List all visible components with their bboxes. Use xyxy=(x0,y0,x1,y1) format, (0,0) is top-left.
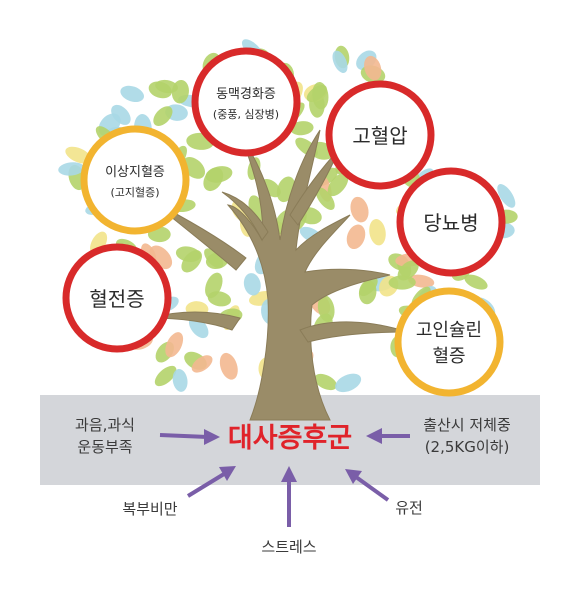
leaf xyxy=(191,355,213,373)
disease-sublabel: 혈증 xyxy=(432,346,465,367)
leaf xyxy=(364,55,382,81)
leaf xyxy=(464,274,488,290)
disease-label: 동맥경화증 xyxy=(216,87,276,102)
cause-label: 출산시 저체중 xyxy=(423,416,511,434)
arrow-genetics xyxy=(345,469,390,502)
disease-dyslipidemia: 이상지혈증 (고지혈증) xyxy=(80,125,190,235)
disease-label: 당뇨병 xyxy=(423,211,478,235)
arrow-stress xyxy=(281,466,297,527)
ring-red xyxy=(325,80,435,190)
cause-overeating: 과음,과식 운동부족 xyxy=(75,416,135,456)
cause-genetics: 유전 xyxy=(395,499,423,517)
disease-label: 이상지혈증 xyxy=(105,165,165,180)
leaf xyxy=(315,187,335,210)
leaf xyxy=(317,295,335,322)
leaf xyxy=(346,224,366,250)
leaf xyxy=(58,162,85,176)
disease-sublabel: (고지혈증) xyxy=(110,185,159,199)
disease-arteriosclerosis: 동맥경화증 (중풍, 심장병) xyxy=(191,47,301,157)
cause-arrows xyxy=(159,428,410,527)
leaf xyxy=(153,106,173,126)
leaf xyxy=(172,368,188,392)
arrow-low-birth-weight xyxy=(366,428,410,444)
arrow-overeating xyxy=(159,429,220,445)
cause-label: 과음,과식 xyxy=(75,416,135,434)
cause-stress: 스트레스 xyxy=(261,538,316,556)
leaf xyxy=(290,121,314,136)
leaf xyxy=(154,365,177,387)
disease-hypertension: 고혈압 xyxy=(325,80,435,190)
center-label: 대사증후군 xyxy=(228,423,352,454)
disease-label: 고인슐린 xyxy=(416,320,482,341)
leaf xyxy=(350,196,369,223)
leaf xyxy=(205,272,223,299)
leaf xyxy=(335,373,362,393)
leaf xyxy=(332,50,348,73)
leaf xyxy=(306,85,327,102)
leaf xyxy=(314,373,337,391)
leaf xyxy=(369,219,386,246)
leaf xyxy=(205,166,233,183)
disease-label: 고혈압 xyxy=(352,124,407,148)
disease-hyperinsulinemia: 고인슐린 혈증 xyxy=(394,287,504,397)
ring-red xyxy=(191,47,301,157)
disease-diabetes: 당뇨병 xyxy=(396,167,506,277)
disease-sublabel: (중풍, 심장병) xyxy=(213,108,279,121)
leaf xyxy=(358,280,377,305)
leaf xyxy=(165,332,184,358)
cause-abdominal-obesity: 복부비만 xyxy=(122,500,177,518)
ring-red xyxy=(62,243,172,353)
leaf xyxy=(120,85,144,103)
disease-label: 혈전증 xyxy=(89,287,144,311)
leaf xyxy=(171,79,189,104)
leaf xyxy=(181,250,202,273)
cause-sublabel: (2,5KG이하) xyxy=(425,438,510,456)
ring-orange xyxy=(80,125,190,235)
ring-red xyxy=(396,167,506,277)
cause-low-birth-weight: 출산시 저체중 (2,5KG이하) xyxy=(423,416,511,456)
cause-sublabel: 운동부족 xyxy=(77,438,132,456)
leaf xyxy=(497,184,516,208)
ring-orange xyxy=(394,287,504,397)
leaf xyxy=(397,260,419,281)
leaf xyxy=(243,273,261,296)
disease-thrombosis: 혈전증 xyxy=(62,243,172,353)
leaf xyxy=(219,352,238,380)
leaf xyxy=(388,275,416,290)
arrow-abdominal-obesity xyxy=(186,466,236,498)
leaf xyxy=(327,173,349,197)
